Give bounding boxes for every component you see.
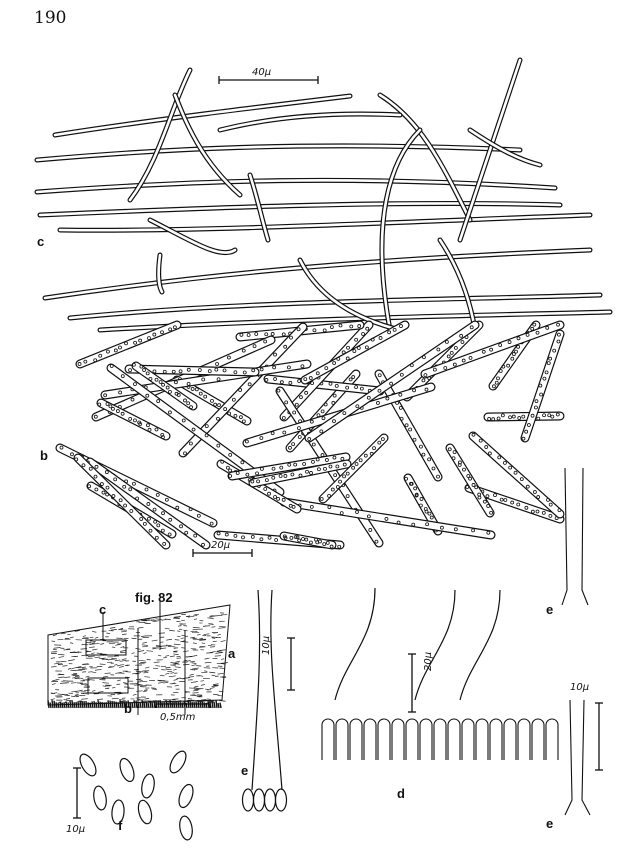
scale-bar-hymenium — [408, 653, 416, 713]
panel-label-c: c — [37, 234, 44, 249]
section-drawing — [47, 600, 231, 715]
section-label-a: a — [228, 646, 236, 661]
panel-label-f: f — [118, 818, 123, 833]
scale-label-0-5mm: 0,5mm — [160, 712, 196, 723]
section-label-c: c — [99, 602, 106, 617]
panel-label-e-top: e — [546, 602, 553, 617]
scale-bar-0-5mm — [155, 700, 211, 708]
panel-label-b: b — [40, 448, 48, 463]
panel-label-e-bottom: e — [546, 816, 553, 831]
panel-label-d: d — [397, 786, 405, 801]
page-number: 190 — [34, 8, 67, 28]
section-label-b: b — [124, 701, 132, 716]
basidia-drawing — [241, 467, 591, 816]
scale-label-basidia-right: 10μ — [570, 682, 589, 693]
scale-label-40: 40μ — [252, 67, 271, 78]
scale-bar-basidium-left — [287, 637, 295, 691]
scale-label-20: 20μ — [211, 540, 230, 551]
scale-bar-spores — [73, 767, 81, 819]
panel-b-encrusted-hyphae-drawing — [55, 320, 565, 550]
panel-c-hyphae-drawing — [34, 57, 613, 333]
scale-label-spores: 10μ — [66, 824, 85, 835]
panel-label-e-left: e — [241, 763, 248, 778]
scale-bar-20 — [192, 549, 253, 557]
scale-label-basidium-left: 10μ — [261, 636, 272, 655]
spores-drawing — [79, 750, 194, 841]
scale-bar-basidia-right — [595, 702, 603, 771]
scale-label-hymenium: 20μ — [423, 652, 434, 671]
scale-bar-40 — [218, 76, 319, 84]
figure-title: fig. 82 — [135, 590, 173, 605]
